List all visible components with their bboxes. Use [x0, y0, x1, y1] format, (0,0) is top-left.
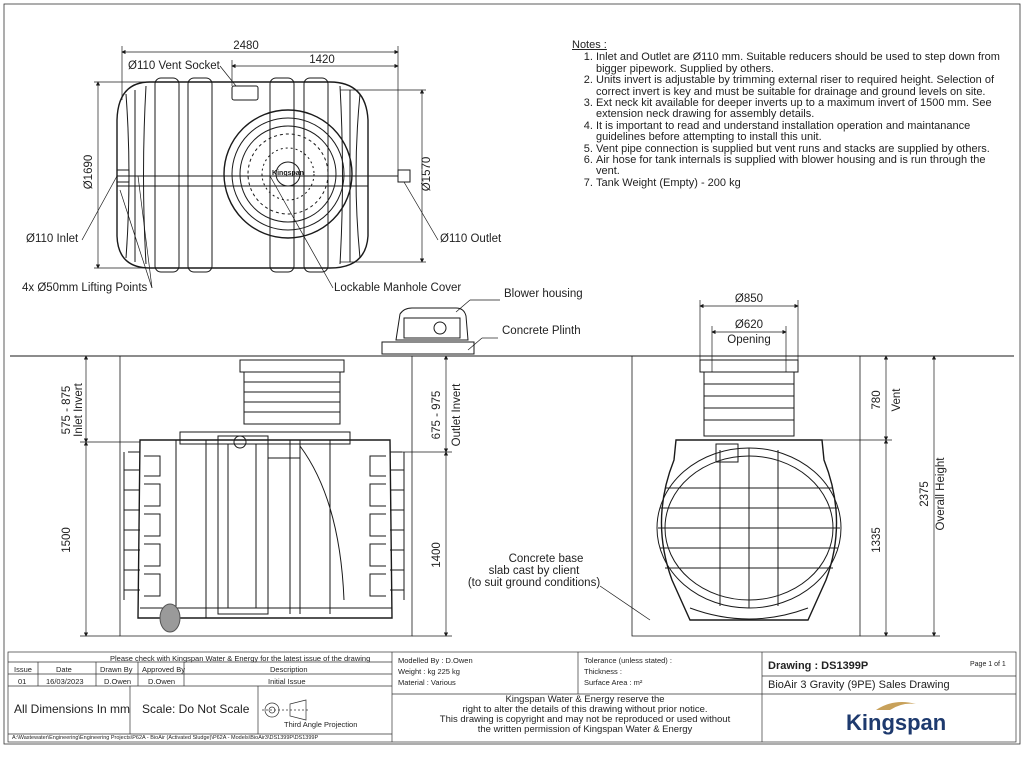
label-manhole-cover: Lockable Manhole Cover: [334, 282, 461, 294]
row-description: Initial Issue: [268, 677, 306, 686]
label-concrete-base-2: slab cast by client: [489, 565, 581, 577]
surface-area: Surface Area : m²: [584, 678, 643, 687]
logo-swoosh-icon: [876, 702, 916, 710]
header-date: Date: [56, 665, 72, 674]
label-inlet: Ø110 Inlet: [26, 233, 79, 245]
dim-vent-height: 780: [871, 390, 883, 409]
label-vent: Vent: [891, 388, 903, 412]
dim-inner-length: 1420: [309, 54, 335, 66]
disclaimer: Kingspan Water & Energy reserve the righ…: [414, 695, 756, 735]
disclaimer-line: the written permission of Kingspan Water…: [477, 724, 693, 735]
note-item: Air hose for tank internals is supplied …: [596, 154, 1012, 178]
row-approved-by: D.Owen: [148, 677, 176, 686]
dim-neck-inner: Ø620: [735, 319, 763, 331]
row-issue: 01: [18, 677, 27, 686]
note-item: Units invert is adjustable by trimming e…: [596, 75, 1012, 98]
dim-outlet-height: 1400: [431, 542, 443, 568]
thickness: Thickness :: [584, 667, 622, 676]
drawing-number: Drawing : DS1399P: [768, 660, 869, 672]
dim-bottom-height: 1335: [871, 527, 883, 553]
dim-width-inner: Ø1570: [421, 157, 433, 192]
label-overall-height: Overall Height: [935, 457, 947, 531]
header-drawn-by: Drawn By: [100, 665, 133, 674]
kingspan-logo-mark: [846, 698, 946, 712]
notes-panel: Notes : Inlet and Outlet are Ø110 mm. Su…: [572, 39, 1012, 189]
label-vent-socket: Ø110 Vent Socket: [128, 60, 221, 72]
modelled-by: Modelled By : D.Owen: [398, 656, 473, 665]
header-approved-by: Approved By: [142, 665, 185, 674]
disclaimer-line: right to alter the details of this drawi…: [462, 704, 708, 715]
plan-view: [116, 77, 411, 273]
weight: Weight : kg 225 kg: [398, 667, 460, 676]
dim-inlet-height: 1500: [61, 527, 73, 553]
header-issue: Issue: [14, 665, 32, 674]
file-path: A:\Wastewater\Engineering\Engineering Pr…: [12, 735, 319, 741]
label-lifting-points: 4x Ø50mm Lifting Points: [22, 282, 148, 294]
note-item: Tank Weight (Empty) - 200 kg: [596, 177, 1012, 189]
label-opening: Opening: [727, 334, 770, 346]
drawing-border: [3, 3, 1021, 745]
dim-overall-height: 2375: [919, 481, 931, 507]
label-outlet: Ø110 Outlet: [440, 233, 502, 245]
notes-list: Inlet and Outlet are Ø110 mm. Suitable r…: [572, 52, 1012, 189]
label-concrete-base-1: Concrete base: [509, 553, 584, 565]
front-view: [119, 356, 413, 637]
brand-name: Kingspan: [846, 710, 947, 735]
dim-outlet-invert-range: 675 - 975: [431, 391, 443, 440]
drawing-title: BioAir 3 Gravity (9PE) Sales Drawing: [768, 679, 950, 691]
disclaimer-line: Kingspan Water & Energy reserve the: [505, 694, 665, 705]
page-number: Page 1 of 1: [970, 661, 1006, 668]
dim-inlet-invert-range: 575 - 875: [61, 386, 73, 435]
disclaimer-line: This drawing is copyright and may not be…: [439, 714, 731, 725]
note-item: Ext neck kit available for deeper invert…: [596, 97, 1012, 121]
label-concrete-plinth: Concrete Plinth: [502, 325, 581, 337]
dim-width-outer: Ø1690: [83, 155, 95, 190]
check-notice: Please check with Kingspan Water & Energ…: [110, 654, 371, 663]
header-description: Description: [270, 665, 308, 674]
side-dimensions: [699, 300, 940, 637]
note-item: Vent pipe connection is supplied but ven…: [596, 143, 1012, 155]
scale-label: Scale: Do Not Scale: [142, 702, 250, 716]
manhole-logo-text: Kingspan: [272, 170, 304, 177]
projection-label: Third Angle Projection: [284, 720, 358, 729]
side-view: [631, 356, 861, 637]
row-drawn-by: D.Owen: [104, 677, 132, 686]
plan-dimensions: [81, 46, 439, 289]
notes-heading: Notes :: [572, 39, 607, 51]
concrete-plinth: [381, 341, 475, 355]
blower-housing: [381, 299, 500, 355]
label-blower-housing: Blower housing: [504, 288, 583, 300]
note-item: It is important to read and understand i…: [596, 120, 1012, 144]
front-dimensions: [80, 355, 651, 637]
label-inlet-invert: Inlet Invert: [73, 382, 85, 436]
note-item: Inlet and Outlet are Ø110 mm. Suitable r…: [596, 52, 1012, 75]
material: Material : Various: [398, 678, 456, 687]
title-block: [7, 651, 1017, 743]
label-concrete-base-3: (to suit ground conditions): [468, 577, 600, 589]
all-dimensions-label: All Dimensions In mm: [14, 702, 131, 716]
dim-overall-length: 2480: [233, 40, 259, 52]
label-outlet-invert: Outlet Invert: [451, 383, 463, 446]
row-date: 16/03/2023: [46, 677, 84, 686]
tolerance: Tolerance (unless stated) :: [584, 656, 672, 665]
dim-neck-outer: Ø850: [735, 293, 763, 305]
